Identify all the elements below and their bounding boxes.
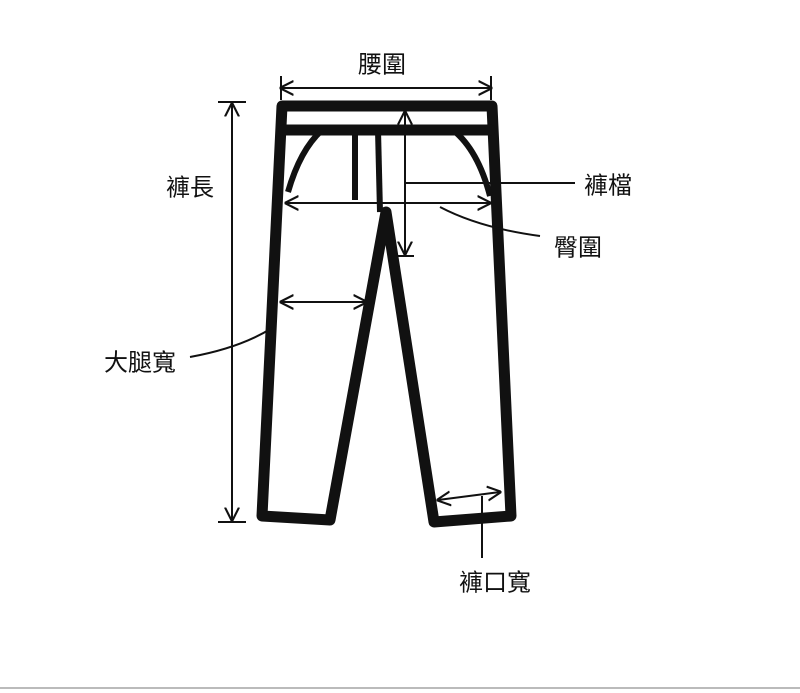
fly-and-pockets <box>285 127 493 213</box>
waist-label: 腰圍 <box>358 50 406 79</box>
length-label: 褲長 <box>166 173 214 202</box>
rise-label: 褲檔 <box>584 171 632 200</box>
hem-arrow <box>438 492 500 500</box>
hip-label: 臀圍 <box>554 233 602 262</box>
measure-lines <box>189 76 575 558</box>
divider <box>0 687 800 689</box>
thigh-label: 大腿寬 <box>104 348 176 377</box>
hem-label: 褲口寬 <box>459 568 531 597</box>
